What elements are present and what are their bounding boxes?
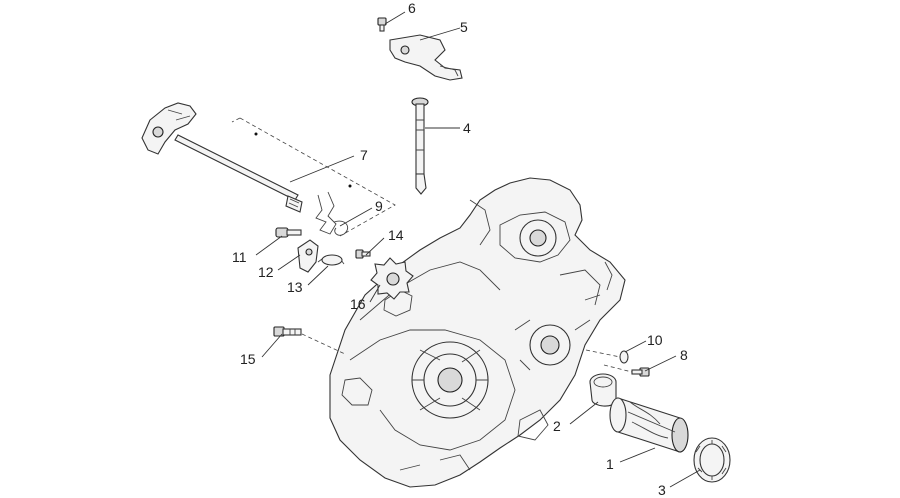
callout-7: 7 <box>360 147 368 163</box>
callout-9: 9 <box>375 198 383 214</box>
callout-6: 6 <box>408 0 416 16</box>
bolt-14 <box>355 249 371 259</box>
lever-12 <box>297 239 319 273</box>
callout-3: 3 <box>658 482 666 498</box>
callout-8: 8 <box>680 347 688 363</box>
bolt-8 <box>631 367 650 377</box>
callout-1: 1 <box>606 456 614 472</box>
stud-15 <box>273 326 302 337</box>
callout-2: 2 <box>553 418 561 434</box>
callout-10: 10 <box>647 332 663 348</box>
shift-drum-1 <box>609 397 689 453</box>
washer-10 <box>619 350 629 364</box>
callout-16: 16 <box>350 296 366 312</box>
bearing-3 <box>693 437 731 483</box>
bolt-11 <box>275 227 302 238</box>
gearshift-shaft-7 <box>141 102 303 213</box>
callout-5: 5 <box>460 19 468 35</box>
callout-13: 13 <box>287 279 303 295</box>
spring-9 <box>315 191 348 236</box>
callout-15: 15 <box>240 351 256 367</box>
bushing-2 <box>589 373 617 407</box>
selector-bracket-5 <box>389 34 463 81</box>
crankcase-half <box>329 177 626 488</box>
leader-lines <box>255 11 701 488</box>
callout-12: 12 <box>258 264 274 280</box>
screw-6 <box>377 17 387 32</box>
callout-11: 11 <box>232 249 247 265</box>
callout-4: 4 <box>463 120 471 136</box>
spring-13 <box>317 254 345 266</box>
callout-14: 14 <box>388 227 404 243</box>
star-wheel-16 <box>370 257 414 300</box>
shaft-4 <box>411 97 429 195</box>
